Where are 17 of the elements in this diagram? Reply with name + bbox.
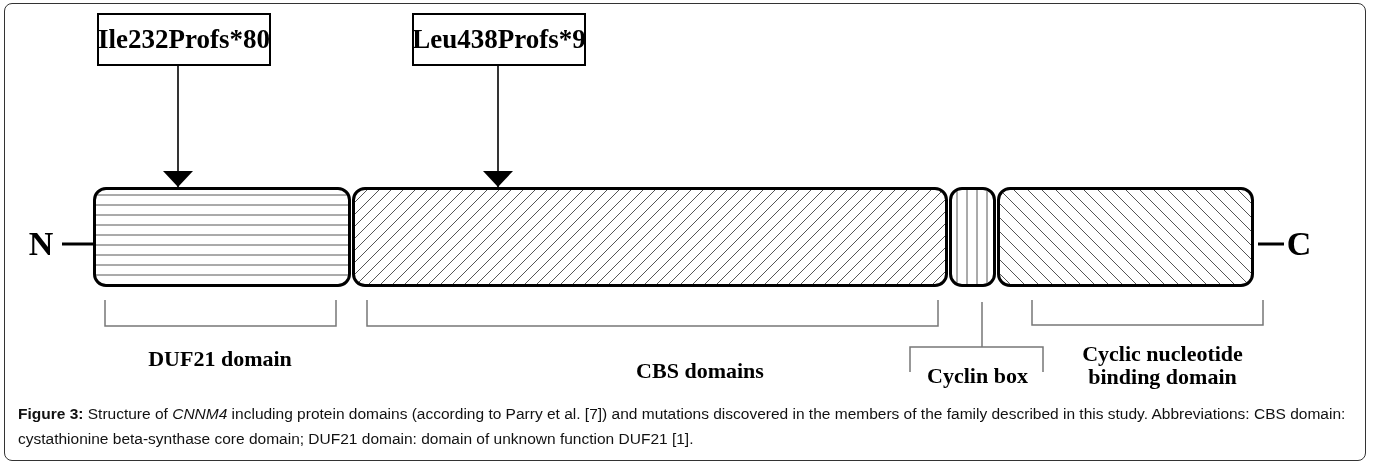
domain-label: Cyclin box xyxy=(926,364,1029,388)
figure-caption: Figure 3: Structure of CNNM4 including protein domains (according to Parry et al. [7]) and mutations discovered in the members of the family described in this study. Abbreviations: CBS domain: cystathionine beta-synthase core domain; DUF21 domain: domain of unknown function DUF21 [1]. xyxy=(18,404,1347,449)
domain-box xyxy=(949,187,996,287)
domain-box xyxy=(997,187,1254,287)
terminus-label: N xyxy=(24,222,58,266)
mutation-label-box: Ile232Profs*80 xyxy=(97,13,271,66)
arrow xyxy=(163,65,193,188)
arrow xyxy=(483,65,513,188)
terminus-label: C xyxy=(1284,222,1314,266)
domain-label: CBS domains xyxy=(635,359,765,383)
connector-line xyxy=(1258,242,1284,246)
connector-line xyxy=(62,242,93,246)
domain-box xyxy=(352,187,948,287)
mutation-label-box: Leu438Profs*9 xyxy=(412,13,586,66)
domain-label: Cyclic nucleotide binding domain xyxy=(1081,342,1244,389)
domain-box xyxy=(93,187,351,287)
domain-label: DUF21 domain xyxy=(147,347,293,371)
